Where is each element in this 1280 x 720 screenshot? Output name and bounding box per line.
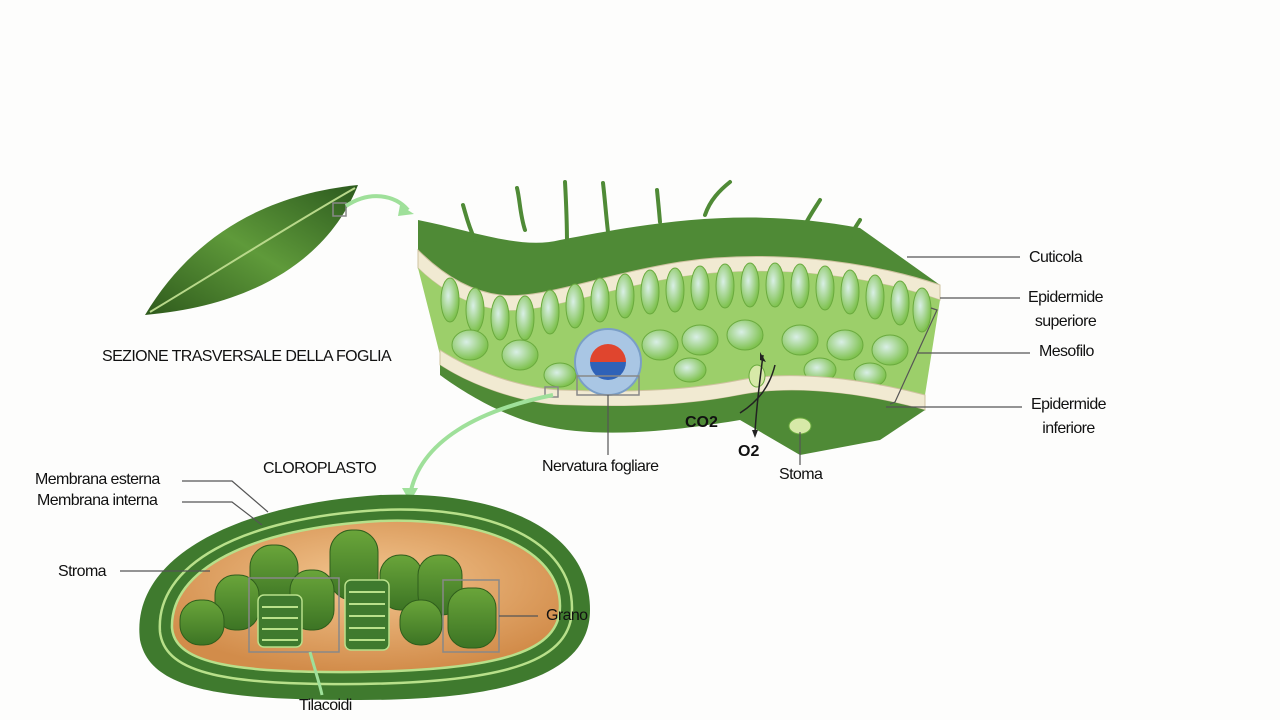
label-lower-epidermis: Epidermide inferiore	[1031, 393, 1107, 441]
label-inner-membrane: Membrana interna	[37, 492, 158, 509]
label-outer-membrane: Membrana esterna	[35, 471, 160, 488]
label-lower-epidermis-line1: Epidermide	[1031, 396, 1107, 413]
label-upper-epidermis-line1: Epidermide	[1028, 289, 1104, 306]
label-co2: CO2	[685, 414, 718, 431]
chloroplast-title: CLOROPLASTO	[263, 460, 377, 477]
label-granum: Grano	[546, 607, 588, 624]
label-lower-epidermis-line2: inferiore	[1042, 420, 1095, 437]
label-vein: Nervatura fogliare	[542, 458, 659, 475]
label-stoma: Stoma	[779, 466, 823, 483]
label-o2: O2	[738, 443, 760, 460]
leaf-section-title: SEZIONE TRASVERSALE DELLA FOGLIA	[102, 348, 392, 365]
label-cuticle: Cuticola	[1029, 249, 1083, 266]
label-mesophyll: Mesofilo	[1039, 343, 1094, 360]
label-stroma: Stroma	[58, 563, 107, 580]
label-thylakoids: Tilacoidi	[299, 697, 352, 714]
leaf-cross-section	[402, 180, 1030, 502]
label-upper-epidermis-line2: superiore	[1034, 313, 1097, 330]
label-upper-epidermis: Epidermide superiore	[1028, 286, 1104, 334]
chloroplast-illustration	[120, 480, 590, 700]
leaf-illustration	[145, 185, 414, 315]
